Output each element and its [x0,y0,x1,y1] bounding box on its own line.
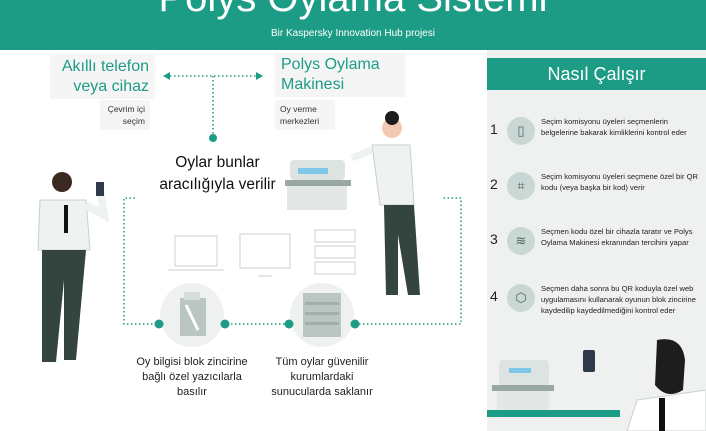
step-item: 3 ≋ Seçmen kodu özel bir cihazla taratır… [487,227,706,271]
laptop-icon [174,235,218,267]
monitor-icon [239,233,291,269]
man-with-qr-phone-illustration [487,339,706,431]
qr-code-icon: ⌗ [507,172,535,200]
device-label: Akıllı telefon veya cihaz [50,55,155,99]
scanner-icon: ≋ [507,227,535,255]
step-text: Seçmen kodu özel bir cihazla taratır ve … [541,227,693,247]
header-banner: Polys Oylama Sistemi Bir Kaspersky Innov… [0,0,706,50]
woman-illustration [350,111,420,295]
verify-icon: ⬡ [507,284,535,312]
arrow-right-icon [256,72,263,80]
step-item: 4 ⬡ Seçmen daha sonra bu QR koduyla özel… [487,284,706,328]
man-with-phone-illustration [37,172,110,362]
voting-methods-text: Oylar bunlar aracılığıyla verilir [150,152,285,196]
server-caption: Tüm oylar güvenilir kurumlardaki sunucul… [271,356,373,398]
step-number: 4 [490,288,498,304]
server-rack-icon [303,293,341,337]
arrow-left-icon [163,72,170,80]
device-sublabel: Çevrim içi seçim [100,100,150,130]
step-item: 1 ▯ Seçim komisyonu üyeleri seçmenlerin … [487,117,706,161]
step-number: 2 [490,176,498,192]
server-icon [314,229,356,243]
page-subtitle: Bir Kaspersky Innovation Hub projesi [271,28,435,39]
step-number: 3 [490,231,498,247]
blockchain-printer-icon [180,292,206,336]
step-text: Seçmen daha sonra bu QR koduyla özel web… [541,284,696,315]
machine-sublabel: Oy verme merkezleri [275,100,335,130]
panel-title: Nasıl Çalışır [487,58,706,90]
page-title: Polys Oylama Sistemi [0,0,706,18]
machine-label: Polys Oylama Makinesi [275,53,405,97]
step-text: Seçim komisyonu üyeleri seçmene özel bir… [541,172,698,192]
step-number: 1 [490,121,498,137]
step-item: 2 ⌗ Seçim komisyonu üyeleri seçmene özel… [487,172,706,216]
flow-connectors [37,72,462,362]
voting-machine-illustration [283,160,351,210]
step-text: Seçim komisyonu üyeleri seçmenlerin belg… [541,117,687,137]
printer-caption: Oy bilgisi blok zincirine bağlı özel yaz… [136,356,248,398]
id-check-icon: ▯ [507,117,535,145]
